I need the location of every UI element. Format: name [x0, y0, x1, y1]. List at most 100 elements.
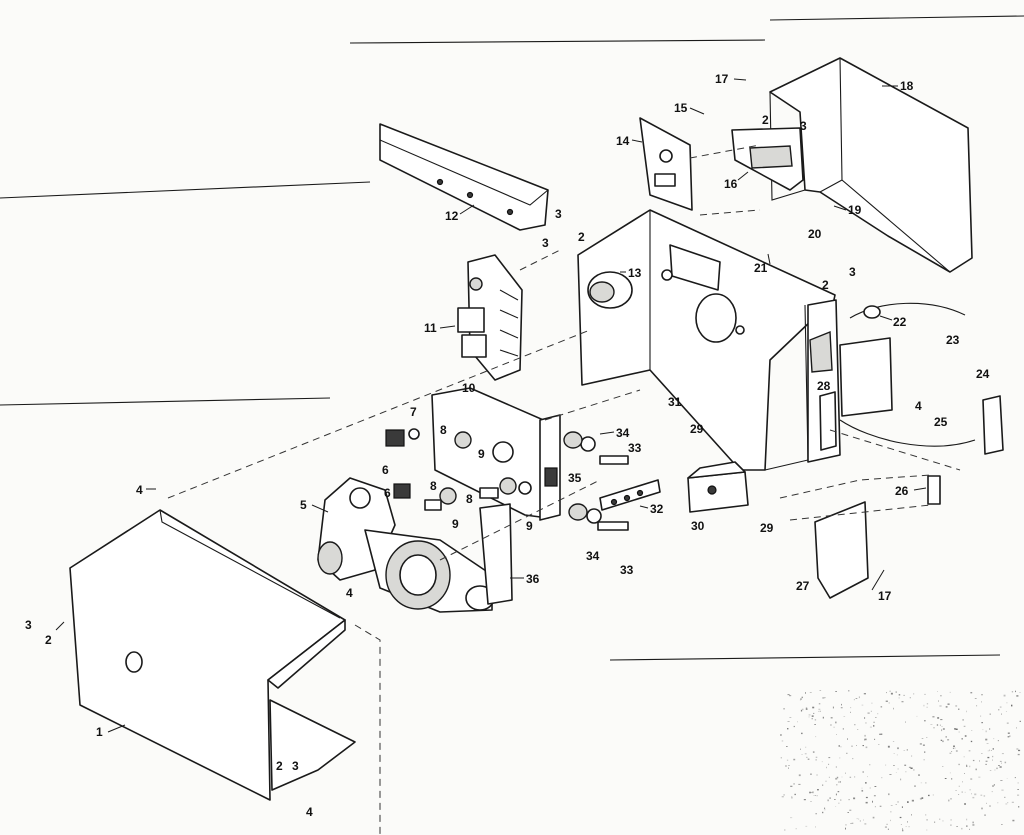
scan-speck [810, 792, 813, 793]
scan-speck [945, 736, 947, 738]
scan-speck [781, 796, 784, 798]
scan-speck [836, 776, 839, 779]
scan-speck [975, 768, 977, 771]
scan-speck [850, 711, 851, 713]
scan-speck [874, 806, 876, 808]
scan-speck [785, 765, 787, 767]
scan-speck [958, 708, 960, 710]
scan-speck [987, 750, 989, 752]
scan-speck [942, 728, 945, 730]
scan-speck [885, 700, 888, 702]
scan-speck [981, 694, 983, 696]
part-30-relay [687, 461, 749, 513]
scan-speck [808, 716, 810, 718]
scan-speck [841, 703, 842, 706]
part-31-chassis [577, 209, 841, 471]
callout-33: 33 [620, 563, 634, 577]
scan-speck [840, 746, 842, 748]
scan-speck [954, 728, 957, 730]
scan-speck [1000, 780, 1003, 781]
scan-speck [819, 710, 821, 712]
scan-speck [924, 693, 926, 695]
scan-speck [798, 783, 801, 785]
scan-speck [966, 825, 968, 827]
scan-speck [823, 697, 826, 699]
scan-speck [969, 765, 971, 768]
scan-speck [940, 739, 943, 741]
scan-speck [966, 818, 968, 821]
scan-speck [966, 765, 968, 767]
scan-speck [986, 802, 987, 804]
scan-speck [846, 752, 848, 754]
assembly-dashed-lines [167, 144, 961, 835]
scan-speck [814, 724, 816, 725]
scan-speck [815, 759, 817, 761]
scan-speck [898, 694, 901, 696]
scan-speck [939, 705, 942, 707]
scan-speck [856, 818, 858, 820]
scan-speck [892, 741, 895, 742]
scan-speck [940, 719, 943, 721]
scan-speck [781, 740, 784, 742]
part-12-rail-bracket [379, 123, 549, 231]
scan-speck [858, 818, 860, 820]
scan-speck [895, 804, 897, 805]
scan-speck [845, 827, 846, 830]
scan-speck [838, 745, 840, 747]
scan-speck [941, 729, 943, 732]
callout-4: 4 [306, 805, 313, 819]
scan-speck [907, 801, 909, 803]
scan-speck [872, 801, 873, 803]
scan-speck [880, 733, 883, 735]
callout-24: 24 [976, 367, 990, 381]
scan-speck [944, 778, 947, 779]
scan-speck [789, 717, 792, 718]
scan-speck [817, 789, 819, 791]
scan-speck [814, 719, 817, 721]
scan-speck [979, 760, 980, 762]
part-22-grommet [863, 305, 881, 319]
scan-speck [830, 724, 832, 726]
scan-speck [835, 793, 837, 796]
scan-speck [926, 819, 928, 821]
scan-speck [842, 728, 844, 730]
part-1-housing-cover [69, 509, 356, 801]
scan-speck [865, 782, 867, 784]
scan-speck [907, 821, 908, 823]
scan-speck [822, 716, 824, 719]
scan-speck [805, 746, 807, 748]
scan-speck [958, 731, 960, 733]
scan-speck [800, 698, 802, 700]
scan-speck [867, 712, 870, 714]
scan-speck [858, 696, 860, 699]
scan-speck [802, 708, 804, 711]
part-18-rear-cover [769, 57, 973, 273]
scan-speck [903, 750, 906, 751]
scan-speck [787, 721, 790, 722]
scan-speck [874, 786, 877, 787]
scan-speck [981, 807, 983, 810]
scan-speck [836, 734, 837, 735]
scan-speck [836, 784, 838, 786]
scan-speck [947, 739, 950, 741]
scan-speck [1003, 694, 1006, 697]
callout-9: 9 [452, 517, 459, 531]
scan-speck [982, 729, 984, 731]
callout-3: 3 [849, 265, 856, 279]
scan-speck [937, 717, 940, 719]
scan-speck [871, 702, 873, 704]
scan-noise [780, 690, 1021, 832]
callout-30: 30 [691, 519, 705, 533]
scan-speck [904, 764, 907, 766]
callout-16: 16 [724, 177, 738, 191]
scan-speck [818, 711, 820, 712]
scan-speck [963, 725, 966, 727]
scan-speck [981, 753, 983, 754]
scan-speck [849, 809, 852, 811]
callout-28: 28 [817, 379, 831, 393]
scan-speck [932, 794, 934, 796]
scan-speck [955, 705, 958, 707]
part-9-gear [439, 487, 457, 505]
scan-speck [910, 767, 913, 769]
